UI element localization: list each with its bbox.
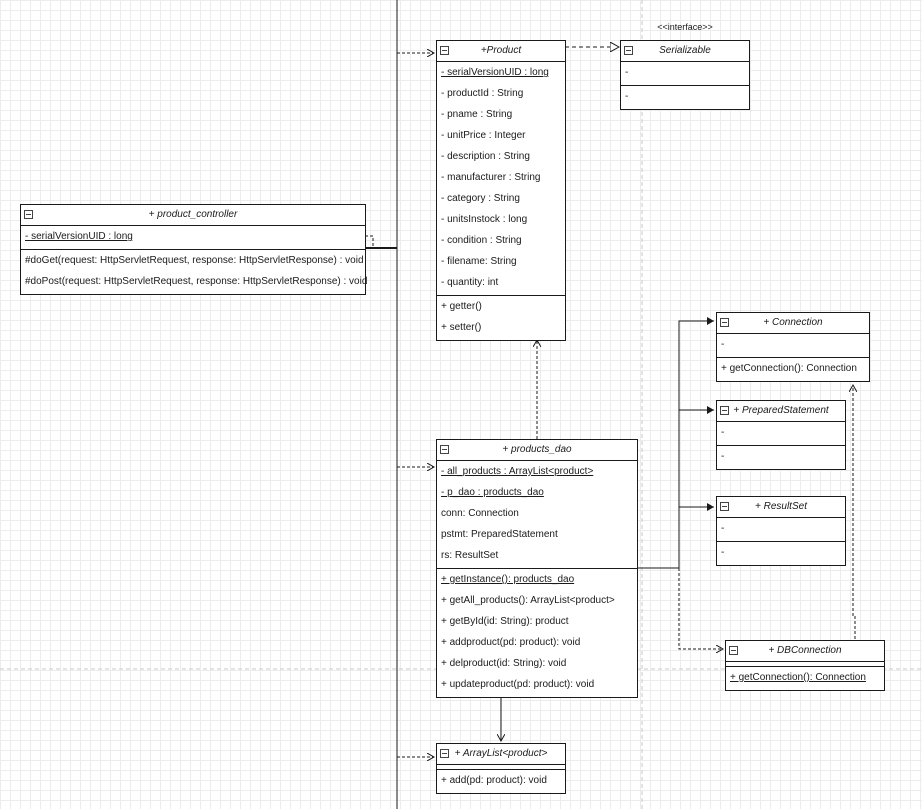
dao-to-dbconnection bbox=[678, 568, 723, 649]
attributes-section bbox=[726, 662, 884, 667]
class-header[interactable]: + ArrayList<product> bbox=[437, 744, 565, 765]
method-row[interactable]: + addproduct(pd: product): void bbox=[441, 637, 581, 648]
attributes-section: - bbox=[717, 518, 845, 542]
class-header[interactable]: +Product bbox=[437, 41, 565, 62]
class-header[interactable]: Serializable bbox=[621, 41, 749, 62]
method-row[interactable]: + getInstance(): products_dao bbox=[441, 574, 575, 585]
method-row[interactable]: + getConnection(): Connection bbox=[721, 363, 857, 374]
methods-section: + getConnection(): Connection bbox=[717, 358, 869, 381]
attributes-section: - serialVersionUID : long - productId : S… bbox=[437, 62, 565, 296]
attributes-section: - bbox=[717, 422, 845, 446]
serializable-stereotype: <<interface>> bbox=[657, 22, 713, 32]
collapse-toggle-icon[interactable] bbox=[440, 46, 449, 55]
method-row[interactable]: + setter() bbox=[441, 322, 482, 333]
collapse-toggle-icon[interactable] bbox=[720, 502, 729, 511]
attribute-row[interactable]: - pname : String bbox=[441, 109, 513, 120]
methods-section: + getInstance(): products_dao + getAll_pr… bbox=[437, 569, 637, 697]
attribute-row[interactable]: - unitPrice : Integer bbox=[441, 130, 526, 141]
class-header[interactable]: + DBConnection bbox=[726, 641, 884, 662]
prepared-statement-class[interactable]: + PreparedStatement-- bbox=[716, 400, 846, 470]
collapse-toggle-icon[interactable] bbox=[729, 646, 738, 655]
attribute-row[interactable]: conn: Connection bbox=[441, 508, 519, 519]
class-header[interactable]: + products_dao bbox=[437, 440, 637, 461]
class-header[interactable]: + Connection bbox=[717, 313, 869, 334]
attribute-row[interactable]: - bbox=[625, 67, 629, 78]
attribute-row[interactable]: - manufacturer : String bbox=[441, 172, 541, 183]
methods-section: - bbox=[717, 542, 845, 565]
attribute-row[interactable]: - all_products : ArrayList<product> bbox=[441, 466, 594, 477]
methods-section: + add(pd: product): void bbox=[437, 770, 565, 793]
attribute-row[interactable]: - filename: String bbox=[441, 256, 517, 267]
attribute-row[interactable]: - bbox=[721, 339, 725, 350]
class-name: + DBConnection bbox=[768, 645, 842, 656]
method-row[interactable]: + updateproduct(pd: product): void bbox=[441, 679, 595, 690]
attribute-row[interactable]: - productId : String bbox=[441, 88, 524, 99]
attribute-row[interactable]: - serialVersionUID : long bbox=[441, 67, 549, 78]
class-name: + product_controller bbox=[148, 209, 238, 220]
method-row[interactable]: #doPost(request: HttpServletRequest, res… bbox=[25, 276, 368, 287]
product-controller-class[interactable]: + product_controller - serialVersionUID :… bbox=[20, 204, 368, 295]
attribute-row[interactable]: pstmt: PreparedStatement bbox=[441, 529, 558, 540]
collapse-toggle-icon[interactable] bbox=[720, 318, 729, 327]
methods-section: - bbox=[717, 446, 845, 469]
attributes-section: - serialVersionUID : long bbox=[21, 226, 365, 250]
dbconnection-to-connection bbox=[853, 385, 855, 639]
method-row[interactable]: + getById(id: String): product bbox=[441, 616, 569, 627]
attribute-row[interactable]: - bbox=[721, 523, 725, 534]
attribute-row[interactable]: - category : String bbox=[441, 193, 520, 204]
method-row[interactable]: - bbox=[721, 547, 725, 558]
connection-class[interactable]: + Connection - + getConnection(): Connecti… bbox=[716, 312, 870, 382]
method-row[interactable]: + getConnection(): Connection bbox=[730, 672, 866, 683]
attributes-section: - bbox=[621, 62, 749, 86]
method-row[interactable]: + getter() bbox=[441, 301, 482, 312]
class-name: + ResultSet bbox=[755, 501, 807, 512]
attribute-row[interactable]: - unitsInstock : long bbox=[441, 214, 528, 225]
attribute-row[interactable]: - quantity: int bbox=[441, 277, 499, 288]
attribute-row[interactable]: - condition : String bbox=[441, 235, 522, 246]
class-header[interactable]: + ResultSet bbox=[717, 497, 845, 518]
collapse-toggle-icon[interactable] bbox=[720, 406, 729, 415]
method-row[interactable]: - bbox=[721, 451, 725, 462]
method-row[interactable]: - bbox=[625, 91, 629, 102]
method-row[interactable]: + add(pd: product): void bbox=[441, 775, 547, 786]
attribute-row[interactable]: - bbox=[721, 427, 725, 438]
class-name: +Product bbox=[480, 45, 522, 56]
result-set-class[interactable]: + ResultSet - - bbox=[716, 496, 846, 566]
controller-self-link bbox=[365, 235, 374, 249]
class-header[interactable]: + PreparedStatement bbox=[717, 401, 845, 422]
collapse-toggle-icon[interactable] bbox=[440, 749, 449, 758]
attribute-row[interactable]: - description : String bbox=[441, 151, 530, 162]
method-row[interactable]: + delproduct(id: String): void bbox=[441, 658, 567, 669]
method-row[interactable]: + getAll_products(): ArrayList<product> bbox=[441, 595, 615, 606]
dao-to-connection bbox=[637, 317, 714, 569]
attributes-section: - all_products : ArrayList<product> - p_d… bbox=[437, 461, 637, 569]
class-name: Serializable bbox=[659, 45, 711, 56]
attributes-section: - bbox=[717, 334, 869, 358]
attribute-row[interactable]: - serialVersionUID : long bbox=[25, 231, 133, 242]
methods-section: + getter() + setter() bbox=[437, 296, 565, 340]
collapse-toggle-icon[interactable] bbox=[24, 210, 33, 219]
attribute-row[interactable]: rs: ResultSet bbox=[441, 550, 499, 561]
db-connection-class[interactable]: + DBConnection + getConnection(): Connect… bbox=[725, 640, 885, 691]
serializable-interface[interactable]: Serializable - - bbox=[620, 40, 750, 110]
class-header[interactable]: + product_controller bbox=[21, 205, 365, 226]
methods-section: - bbox=[621, 86, 749, 109]
class-name: + products_dao bbox=[502, 444, 572, 455]
array-list-class[interactable]: + ArrayList<product> + add(pd: product): … bbox=[436, 743, 566, 794]
method-row[interactable]: #doGet(request: HttpServletRequest, resp… bbox=[25, 255, 364, 266]
product-class[interactable]: +Product - serialVersionUID : long - produ… bbox=[436, 40, 566, 341]
class-name: + Connection bbox=[763, 317, 823, 328]
methods-section: #doGet(request: HttpServletRequest, resp… bbox=[21, 250, 368, 294]
attributes-section bbox=[437, 765, 565, 770]
products-dao-class[interactable]: + products_dao - all_products : ArrayList… bbox=[436, 439, 638, 698]
attribute-row[interactable]: - p_dao : products_dao bbox=[441, 487, 544, 498]
methods-section: + getConnection(): Connection bbox=[726, 667, 884, 690]
collapse-toggle-icon[interactable] bbox=[440, 445, 449, 454]
class-name: + ArrayList<product> bbox=[454, 748, 548, 759]
class-name: + PreparedStatement bbox=[733, 405, 829, 416]
collapse-toggle-icon[interactable] bbox=[624, 46, 633, 55]
